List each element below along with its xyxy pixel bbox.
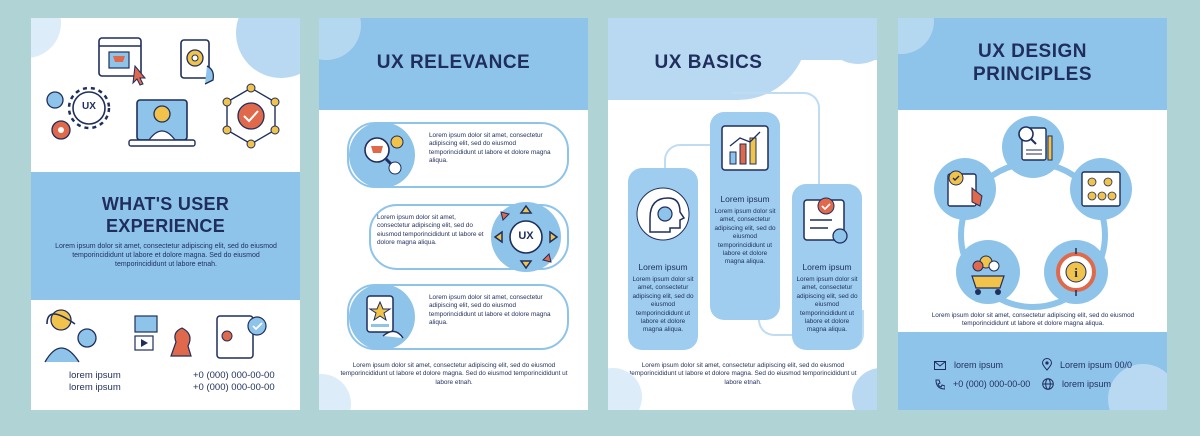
checklist-search-icon xyxy=(803,197,848,244)
header-band xyxy=(898,18,1167,110)
column-label: Lorem ipsum xyxy=(638,262,688,272)
settings-tablet-icon xyxy=(180,39,215,85)
person-laptop-icon xyxy=(128,99,196,147)
touch-check-icon xyxy=(216,315,267,359)
illustration-footer xyxy=(44,309,267,363)
contact-phone: +0 (000) 000-00-00 xyxy=(934,378,1030,390)
page-title: UX BASICS xyxy=(654,52,763,73)
email-icon xyxy=(934,360,946,370)
header-band xyxy=(319,18,588,110)
document-search-icon xyxy=(1002,116,1064,178)
contact-phone: +0 (000) 000-00-00 xyxy=(193,370,275,381)
column-text: Lorem ipsum dolor sit amet, consectetur … xyxy=(796,276,858,334)
svg-text:i: i xyxy=(1074,265,1078,280)
contact-phone: +0 (000) 000-00-00 xyxy=(193,382,275,393)
ux-gears-icon xyxy=(46,86,111,140)
relevance-item-text: Lorem ipsum dolor sit amet, consectetur … xyxy=(429,294,551,327)
contact-web-text: lorem ipsum xyxy=(1062,379,1112,389)
contact-address-text: Lorem ipsum 00/0 xyxy=(1060,359,1133,370)
analytics-icon xyxy=(721,125,769,171)
people-cart-icon xyxy=(956,240,1020,304)
title-line-2: PRINCIPLES xyxy=(972,64,1093,85)
intro-text: Lorem ipsum dolor sit amet, consectetur … xyxy=(55,243,277,268)
relevance-item-text: Lorem ipsum dolor sit amet, consectetur … xyxy=(377,214,484,247)
ux-circle-label: UX xyxy=(518,230,534,242)
title-line-1: WHAT'S USER xyxy=(101,194,230,214)
headset-person-icon xyxy=(44,309,97,363)
header-curve xyxy=(608,18,808,100)
globe-icon xyxy=(1042,378,1054,390)
page-title: UX RELEVANCE xyxy=(376,52,531,73)
contact-web: lorem ipsum xyxy=(1042,378,1111,390)
shopping-search-icon xyxy=(349,122,415,188)
star-rating-icon xyxy=(1070,158,1132,220)
ux-arrows-icon xyxy=(491,202,561,272)
page-title: WHAT'S USER EXPERIENCE xyxy=(31,193,300,237)
title-line-1: UX DESIGN xyxy=(977,41,1088,62)
rating-list-icon xyxy=(349,284,415,350)
contact-phone-text: +0 (000) 000-00-00 xyxy=(953,379,1031,389)
column-text: Lorem ipsum dolor sit amet, consectetur … xyxy=(632,276,694,334)
contact-email-text: lorem ipsum xyxy=(954,360,1004,370)
contact-names: lorem ipsum lorem ipsum xyxy=(69,370,121,394)
relevance-item-text: Lorem ipsum dolor sit amet, consectetur … xyxy=(429,132,551,165)
basics-column-2: Lorem ipsum Lorem ipsum dolor sit amet, … xyxy=(710,112,780,320)
touch-check-icon xyxy=(934,158,996,220)
contact-name: lorem ipsum xyxy=(69,382,121,393)
brochure-page-whats-user-experience: UX WHAT'S USER EXPERIENCE Lorem ipsum do… xyxy=(31,18,300,410)
web-shop-icon xyxy=(98,37,147,86)
ux-gear-label: UX xyxy=(82,101,96,112)
connector-line xyxy=(664,144,724,184)
phone-icon xyxy=(935,379,945,390)
brochure-page-ux-relevance: UX RELEVANCE Lorem ipsum dolor sit amet,… xyxy=(319,18,588,410)
illustration-header xyxy=(46,37,280,149)
title-line-2: EXPERIENCE xyxy=(105,216,226,236)
footer-text: Lorem ipsum dolor sit amet, consectetur … xyxy=(629,362,857,386)
page-title: UX DESIGN PRINCIPLES xyxy=(898,40,1167,86)
media-chess-icon xyxy=(134,315,192,357)
network-check-icon xyxy=(222,83,280,149)
brochure-page-ux-design-principles: UX DESIGN PRINCIPLES i Lorem ipsum dolor… xyxy=(898,18,1167,410)
column-text: Lorem ipsum dolor sit amet, consectetur … xyxy=(714,208,776,266)
column-label: Lorem ipsum xyxy=(802,262,852,272)
body-text: Lorem ipsum dolor sit amet, consectetur … xyxy=(931,312,1135,328)
column-label: Lorem ipsum xyxy=(720,194,770,204)
location-pin-icon xyxy=(1042,358,1052,371)
contact-email: lorem ipsum xyxy=(934,359,1003,371)
contact-address: Lorem ipsum 00/0 xyxy=(1042,358,1132,371)
brochure-page-ux-basics: UX BASICS Lorem ipsum Lorem ipsum dolor … xyxy=(608,18,877,410)
connector-line xyxy=(732,92,820,190)
basics-column-1: Lorem ipsum Lorem ipsum dolor sit amet, … xyxy=(628,168,698,350)
info-target-icon: i xyxy=(1044,240,1108,304)
basics-column-3: Lorem ipsum Lorem ipsum dolor sit amet, … xyxy=(792,184,862,350)
title-band xyxy=(31,172,300,300)
contact-phones: +0 (000) 000-00-00 +0 (000) 000-00-00 xyxy=(193,370,275,394)
head-gear-icon xyxy=(636,187,690,241)
contact-name: lorem ipsum xyxy=(69,370,121,381)
footer-text: Lorem ipsum dolor sit amet, consectetur … xyxy=(340,362,568,386)
